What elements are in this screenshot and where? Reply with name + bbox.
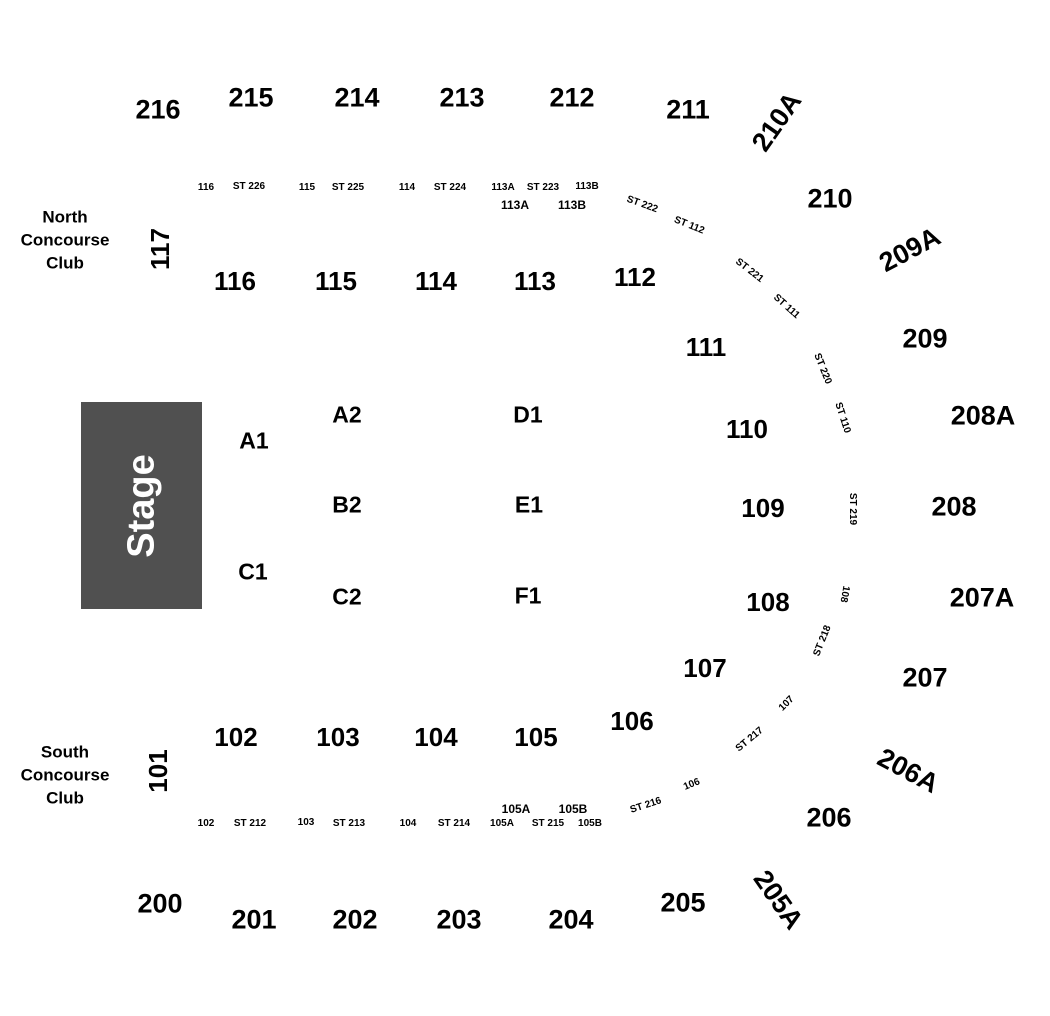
aisle-label: 114: [398, 182, 416, 193]
section-209[interactable]: 209: [902, 323, 948, 354]
stair-label: ST 225: [331, 182, 365, 193]
section-200[interactable]: 200: [137, 888, 183, 919]
stair-label: ST 223: [526, 182, 560, 193]
aisle-label: 105B: [578, 818, 602, 829]
section-115[interactable]: 115: [315, 266, 357, 296]
aisle-label: 103: [297, 817, 315, 828]
stair-label: ST 224: [433, 182, 467, 193]
section-206[interactable]: 206: [806, 802, 852, 833]
stair-label: ST 220: [811, 351, 834, 386]
section-116[interactable]: 116: [214, 266, 256, 296]
section-113b[interactable]: 113B: [557, 198, 587, 212]
aisle-label: 113A: [491, 182, 515, 193]
aisle-label: 107: [776, 693, 797, 714]
section-114[interactable]: 114: [415, 266, 457, 296]
floor-section-a1[interactable]: A1: [239, 427, 269, 454]
floor-section-c1[interactable]: C1: [238, 558, 268, 585]
aisle-label: 106: [682, 776, 702, 793]
section-208[interactable]: 208: [931, 491, 977, 522]
aisle-label: 113B: [575, 181, 599, 192]
section-204[interactable]: 204: [548, 904, 594, 935]
stage[interactable]: Stage: [81, 402, 202, 609]
stair-label: ST 112: [672, 214, 706, 237]
section-214[interactable]: 214: [334, 82, 380, 113]
section-108[interactable]: 108: [746, 587, 790, 617]
aisle-label: 102: [197, 818, 215, 829]
stair-label: ST 215: [531, 818, 565, 829]
floor-section-d1[interactable]: D1: [513, 401, 543, 428]
section-106[interactable]: 106: [610, 706, 654, 736]
stair-label: ST 222: [625, 193, 660, 216]
section-209a[interactable]: 209A: [874, 221, 946, 278]
section-105a[interactable]: 105A: [501, 802, 531, 816]
section-208a[interactable]: 208A: [950, 400, 1016, 431]
section-206a[interactable]: 206A: [872, 742, 944, 799]
stair-label: ST 214: [437, 818, 471, 829]
aisle-label: 115: [298, 182, 316, 193]
south-concourse-club[interactable]: South Concourse Club: [20, 742, 110, 808]
aisle-label: 108: [837, 584, 852, 604]
section-104[interactable]: 104: [414, 722, 458, 752]
stair-label: ST 111: [771, 292, 802, 322]
floor-section-a2[interactable]: A2: [332, 401, 362, 428]
section-205[interactable]: 205: [660, 887, 706, 918]
section-105[interactable]: 105: [514, 722, 558, 752]
north-concourse-club[interactable]: North Concourse Club: [20, 207, 110, 273]
section-213[interactable]: 213: [439, 82, 485, 113]
stair-label: ST 219: [847, 492, 858, 526]
floor-section-e1[interactable]: E1: [514, 491, 544, 518]
section-117[interactable]: 117: [145, 228, 175, 270]
stage-label: Stage: [120, 453, 163, 558]
section-112[interactable]: 112: [614, 262, 656, 292]
stair-label: ST 213: [332, 818, 366, 829]
section-113a[interactable]: 113A: [500, 198, 530, 212]
section-216[interactable]: 216: [135, 94, 181, 125]
section-212[interactable]: 212: [549, 82, 595, 113]
section-202[interactable]: 202: [332, 904, 378, 935]
aisle-label: 105A: [490, 818, 514, 829]
section-207[interactable]: 207: [902, 662, 948, 693]
floor-section-f1[interactable]: F1: [514, 582, 542, 609]
section-203[interactable]: 203: [436, 904, 482, 935]
aisle-label: 104: [399, 818, 417, 829]
stair-label: ST 110: [832, 401, 853, 435]
section-201[interactable]: 201: [231, 904, 277, 935]
stair-label: ST 218: [811, 623, 834, 658]
section-207a[interactable]: 207A: [949, 582, 1015, 613]
stair-label: ST 212: [233, 818, 267, 829]
section-103[interactable]: 103: [316, 722, 360, 752]
section-101[interactable]: 101: [143, 749, 173, 793]
section-210[interactable]: 210: [807, 183, 853, 214]
stair-label: ST 221: [733, 256, 766, 285]
section-113[interactable]: 113: [514, 266, 556, 296]
section-205a[interactable]: 205A: [747, 864, 810, 935]
section-211[interactable]: 211: [666, 94, 710, 125]
section-105b[interactable]: 105B: [558, 802, 588, 816]
section-215[interactable]: 215: [228, 82, 274, 113]
section-102[interactable]: 102: [214, 722, 258, 752]
floor-section-c2[interactable]: C2: [332, 583, 362, 610]
section-110[interactable]: 110: [726, 414, 768, 444]
stair-label: ST 217: [733, 725, 766, 755]
section-109[interactable]: 109: [741, 493, 785, 523]
aisle-label: 116: [197, 182, 215, 193]
section-210a[interactable]: 210A: [745, 86, 808, 157]
stair-label: ST 216: [628, 795, 663, 816]
section-111[interactable]: 111: [685, 332, 727, 362]
floor-section-b2[interactable]: B2: [332, 491, 362, 518]
stair-label: ST 226: [232, 181, 266, 192]
section-107[interactable]: 107: [683, 653, 727, 683]
